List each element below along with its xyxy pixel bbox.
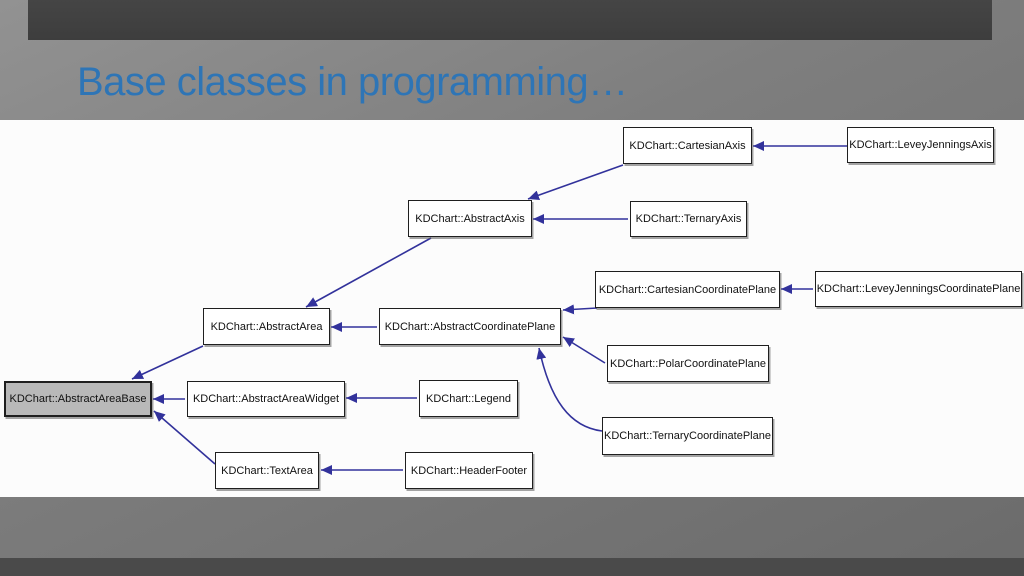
class-node-leveyjennings-coordinate-plane: KDChart::LeveyJenningsCoordinatePlane bbox=[815, 271, 1022, 307]
class-node-abstract-coordinate-plane: KDChart::AbstractCoordinatePlane bbox=[379, 308, 561, 345]
top-accent-bar bbox=[28, 0, 992, 40]
class-node-header-footer: KDChart::HeaderFooter bbox=[405, 452, 533, 489]
class-node-abstract-area-base: KDChart::AbstractAreaBase bbox=[4, 381, 152, 417]
bottom-accent-bar bbox=[0, 558, 1024, 576]
class-node-abstract-axis: KDChart::AbstractAxis bbox=[408, 200, 532, 237]
class-node-abstract-area-widget: KDChart::AbstractAreaWidget bbox=[187, 381, 345, 417]
class-node-ternary-axis: KDChart::TernaryAxis bbox=[630, 201, 747, 237]
class-node-abstract-area: KDChart::AbstractArea bbox=[203, 308, 330, 345]
class-node-cartesian-coordinate-plane: KDChart::CartesianCoordinatePlane bbox=[595, 271, 780, 308]
class-node-legend: KDChart::Legend bbox=[419, 380, 518, 417]
slide-title: Base classes in programming… bbox=[77, 60, 628, 104]
class-node-text-area: KDChart::TextArea bbox=[215, 452, 319, 489]
class-node-polar-coordinate-plane: KDChart::PolarCoordinatePlane bbox=[607, 345, 769, 382]
class-node-leveyjennings-axis: KDChart::LeveyJenningsAxis bbox=[847, 127, 994, 163]
class-node-ternary-coordinate-plane: KDChart::TernaryCoordinatePlane bbox=[602, 417, 773, 455]
class-node-cartesian-axis: KDChart::CartesianAxis bbox=[623, 127, 752, 164]
